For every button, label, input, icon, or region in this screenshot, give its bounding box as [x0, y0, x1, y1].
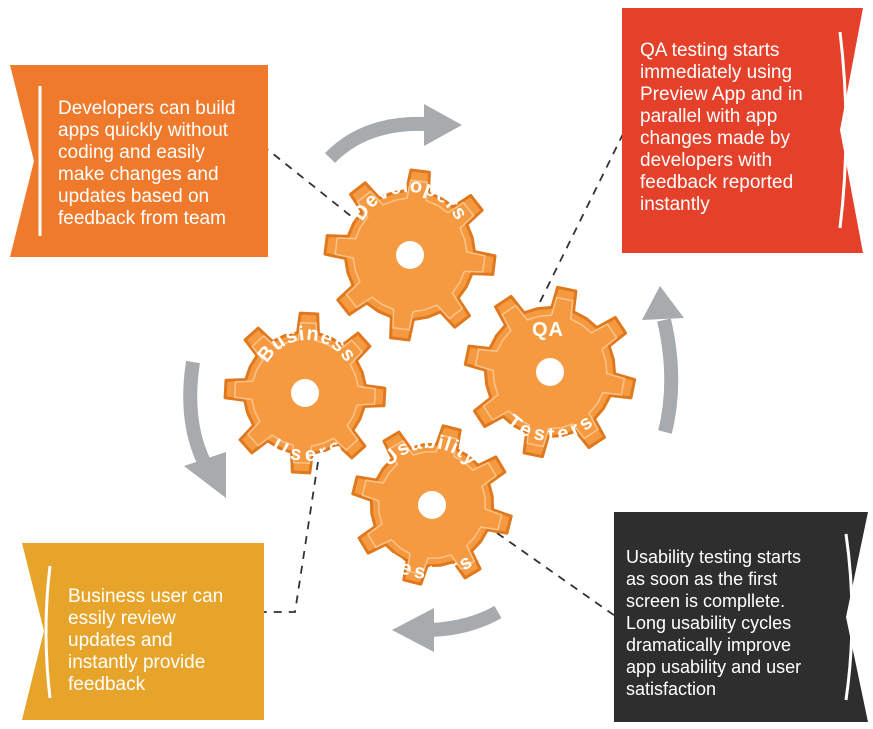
connector-qa [539, 129, 642, 303]
gear-usability [351, 424, 513, 586]
gear-business [223, 311, 387, 475]
note-shape-business [22, 543, 264, 720]
cycle-arrows [183, 104, 684, 652]
gear-qa [463, 285, 637, 459]
note-usability-text: Usability testing starts as soon as the … [626, 547, 802, 699]
note-business: Business user can essily review updates … [68, 564, 263, 718]
note-usability: Usability testing starts as soon as the … [626, 524, 848, 722]
note-divider-business [44, 565, 52, 699]
note-shape-developers [10, 65, 268, 257]
note-qa-text: QA testing starts immediately using Prev… [640, 40, 803, 215]
gears [223, 168, 637, 586]
connector-lines [261, 129, 642, 619]
note-divider-usability [844, 533, 854, 701]
gear-developers [323, 168, 497, 342]
connector-business [263, 461, 319, 613]
connector-developers [261, 144, 363, 226]
gear-qa-hub [536, 358, 564, 386]
gear-developers-inner-outline [334, 179, 486, 331]
note-divider-qa [838, 31, 848, 229]
connector-usability [496, 532, 619, 619]
arrow-top-icon [324, 104, 462, 164]
note-shape-qa [622, 8, 863, 253]
note-developers: Developers can build apps quickly withou… [58, 76, 266, 252]
gear-business-hub [291, 379, 319, 407]
arrow-left-icon [183, 360, 226, 498]
note-developers-text: Developers can build apps quickly withou… [58, 98, 236, 229]
arrow-bottom-icon [392, 605, 502, 652]
note-business-text: Business user can essily review updates … [68, 586, 224, 695]
gear-business-inner-outline [233, 321, 377, 465]
note-shape-usability [614, 512, 868, 722]
arrow-right-icon [642, 286, 684, 434]
gear-label-qa-line1: QA [532, 319, 564, 341]
gear-qa-inner-outline [474, 296, 626, 448]
note-qa: QA testing starts immediately using Prev… [640, 18, 840, 238]
note-shapes [10, 8, 868, 722]
gear-usability-inner-outline [361, 434, 503, 576]
gear-usability-hub [418, 491, 446, 519]
gear-developers-hub [396, 241, 424, 269]
